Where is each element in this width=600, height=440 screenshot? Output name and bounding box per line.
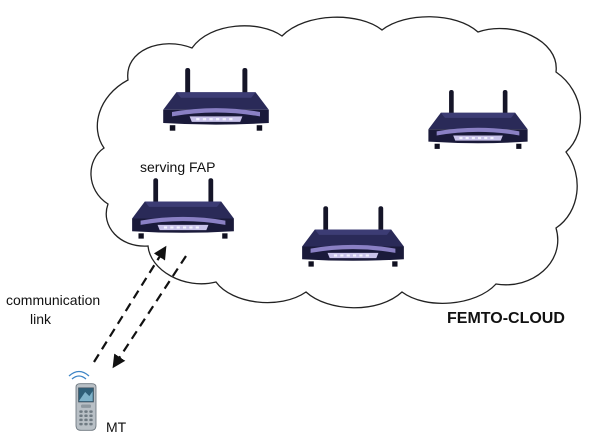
femto-cloud-outline	[90, 16, 582, 309]
signal-waves-icon	[68, 370, 90, 380]
phone-icon	[75, 383, 97, 431]
communication-link-label-line1: communication	[6, 292, 100, 308]
communication-link-label-line2: link	[30, 311, 52, 327]
femto-cloud-label: FEMTO-CLOUD	[447, 310, 565, 327]
downlink-arrow	[112, 255, 187, 369]
uplink-arrow	[93, 245, 167, 363]
serving-fap-label: serving FAP	[140, 159, 215, 175]
mt-label: MT	[106, 419, 127, 435]
